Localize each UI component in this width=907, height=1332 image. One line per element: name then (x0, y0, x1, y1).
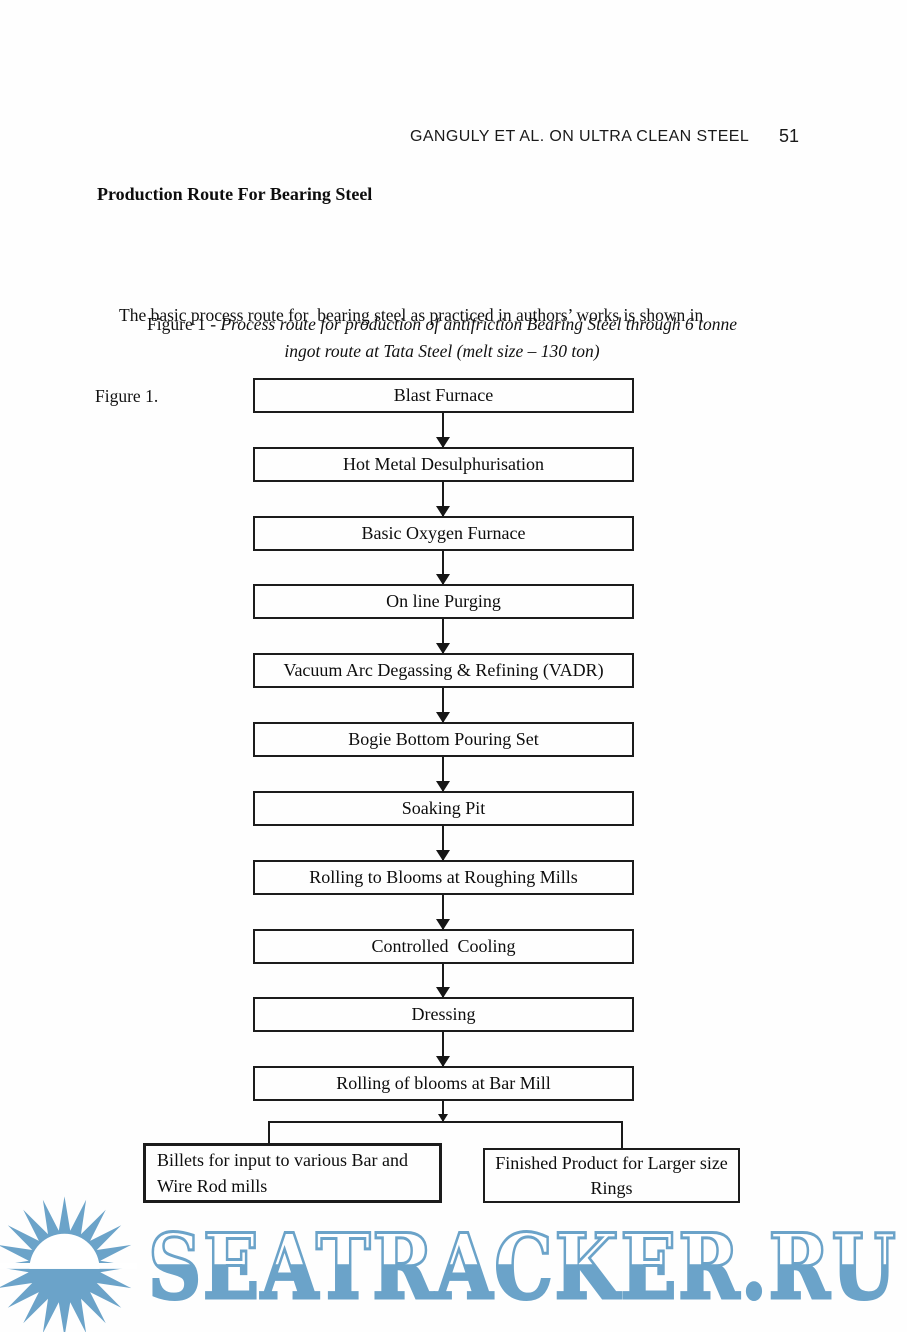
branch-label: Finished Product for Larger size Rings (495, 1152, 728, 1198)
watermark-outline-text: SEATRACKER.RU (147, 1214, 898, 1320)
flowchart-step-vadr: Vacuum Arc Degassing & Refining (VADR) (253, 653, 634, 688)
flowchart-step-controlled-cooling: Controlled Cooling (253, 929, 634, 964)
section-heading: Production Route For Bearing Steel (97, 184, 373, 204)
watermark-seatracker: SEATRACKER.RU SEATRACKER.RU (147, 1214, 898, 1320)
branch-connector-line (621, 1121, 623, 1148)
flow-arrow-down-icon (436, 688, 450, 723)
flow-arrow-down-icon (436, 826, 450, 861)
flowchart-step-blast-furnace: Blast Furnace (253, 378, 634, 413)
flowchart-branch-billets: Billets for input to various Bar and Wir… (143, 1143, 442, 1203)
flowchart-step-hot-metal-desulphurisation: Hot Metal Desulphurisation (253, 447, 634, 482)
flowchart-step-bogie-bottom-pouring-set: Bogie Bottom Pouring Set (253, 722, 634, 757)
flow-arrow-down-icon (436, 895, 450, 930)
flowchart-step-basic-oxygen-furnace: Basic Oxygen Furnace (253, 516, 634, 551)
flow-arrow-down-icon (436, 757, 450, 792)
flow-arrow-down-icon (436, 619, 450, 654)
sun-over-water-icon (0, 1196, 137, 1332)
flowchart-branch-finished-product: Finished Product for Larger size Rings (483, 1148, 740, 1203)
flow-arrow-down-icon (436, 551, 450, 585)
figure-caption-line2: ingot route at Tata Steel (melt size – 1… (284, 341, 600, 361)
branch-connector-line (268, 1121, 623, 1123)
flow-arrow-down-icon (438, 1101, 448, 1122)
body-paragraph: The basic process route for bearing stee… (95, 248, 795, 464)
paragraph-line: The basic process route for bearing stee… (119, 305, 704, 325)
figure-caption-line1: Process route for production of antifric… (220, 314, 737, 334)
flowchart-step-rolling-to-blooms: Rolling to Blooms at Roughing Mills (253, 860, 634, 895)
figure-caption-prefix: Figure 1 - (147, 314, 221, 334)
flowchart-step-on-line-purging: On line Purging (253, 584, 634, 619)
watermark-fill-text: SEATRACKER.RU (148, 1214, 898, 1320)
paragraph-line: Figure 1. (95, 386, 159, 406)
flow-arrow-down-icon (436, 413, 450, 448)
flow-arrow-down-icon (436, 964, 450, 998)
figure-caption: Figure 1 - Process route for production … (92, 311, 792, 365)
flowchart-step-soaking-pit: Soaking Pit (253, 791, 634, 826)
flowchart-step-dressing: Dressing (253, 997, 634, 1032)
flow-arrow-down-icon (436, 1032, 450, 1067)
branch-connector-line (268, 1121, 270, 1143)
running-header: GANGULY ET AL. ON ULTRA CLEAN STEEL (410, 128, 750, 145)
flowchart-step-rolling-of-blooms-bar-mill: Rolling of blooms at Bar Mill (253, 1066, 634, 1101)
branch-label: Billets for input to various Bar and Wir… (157, 1150, 408, 1196)
flow-arrow-down-icon (436, 482, 450, 517)
page-number: 51 (779, 126, 800, 146)
